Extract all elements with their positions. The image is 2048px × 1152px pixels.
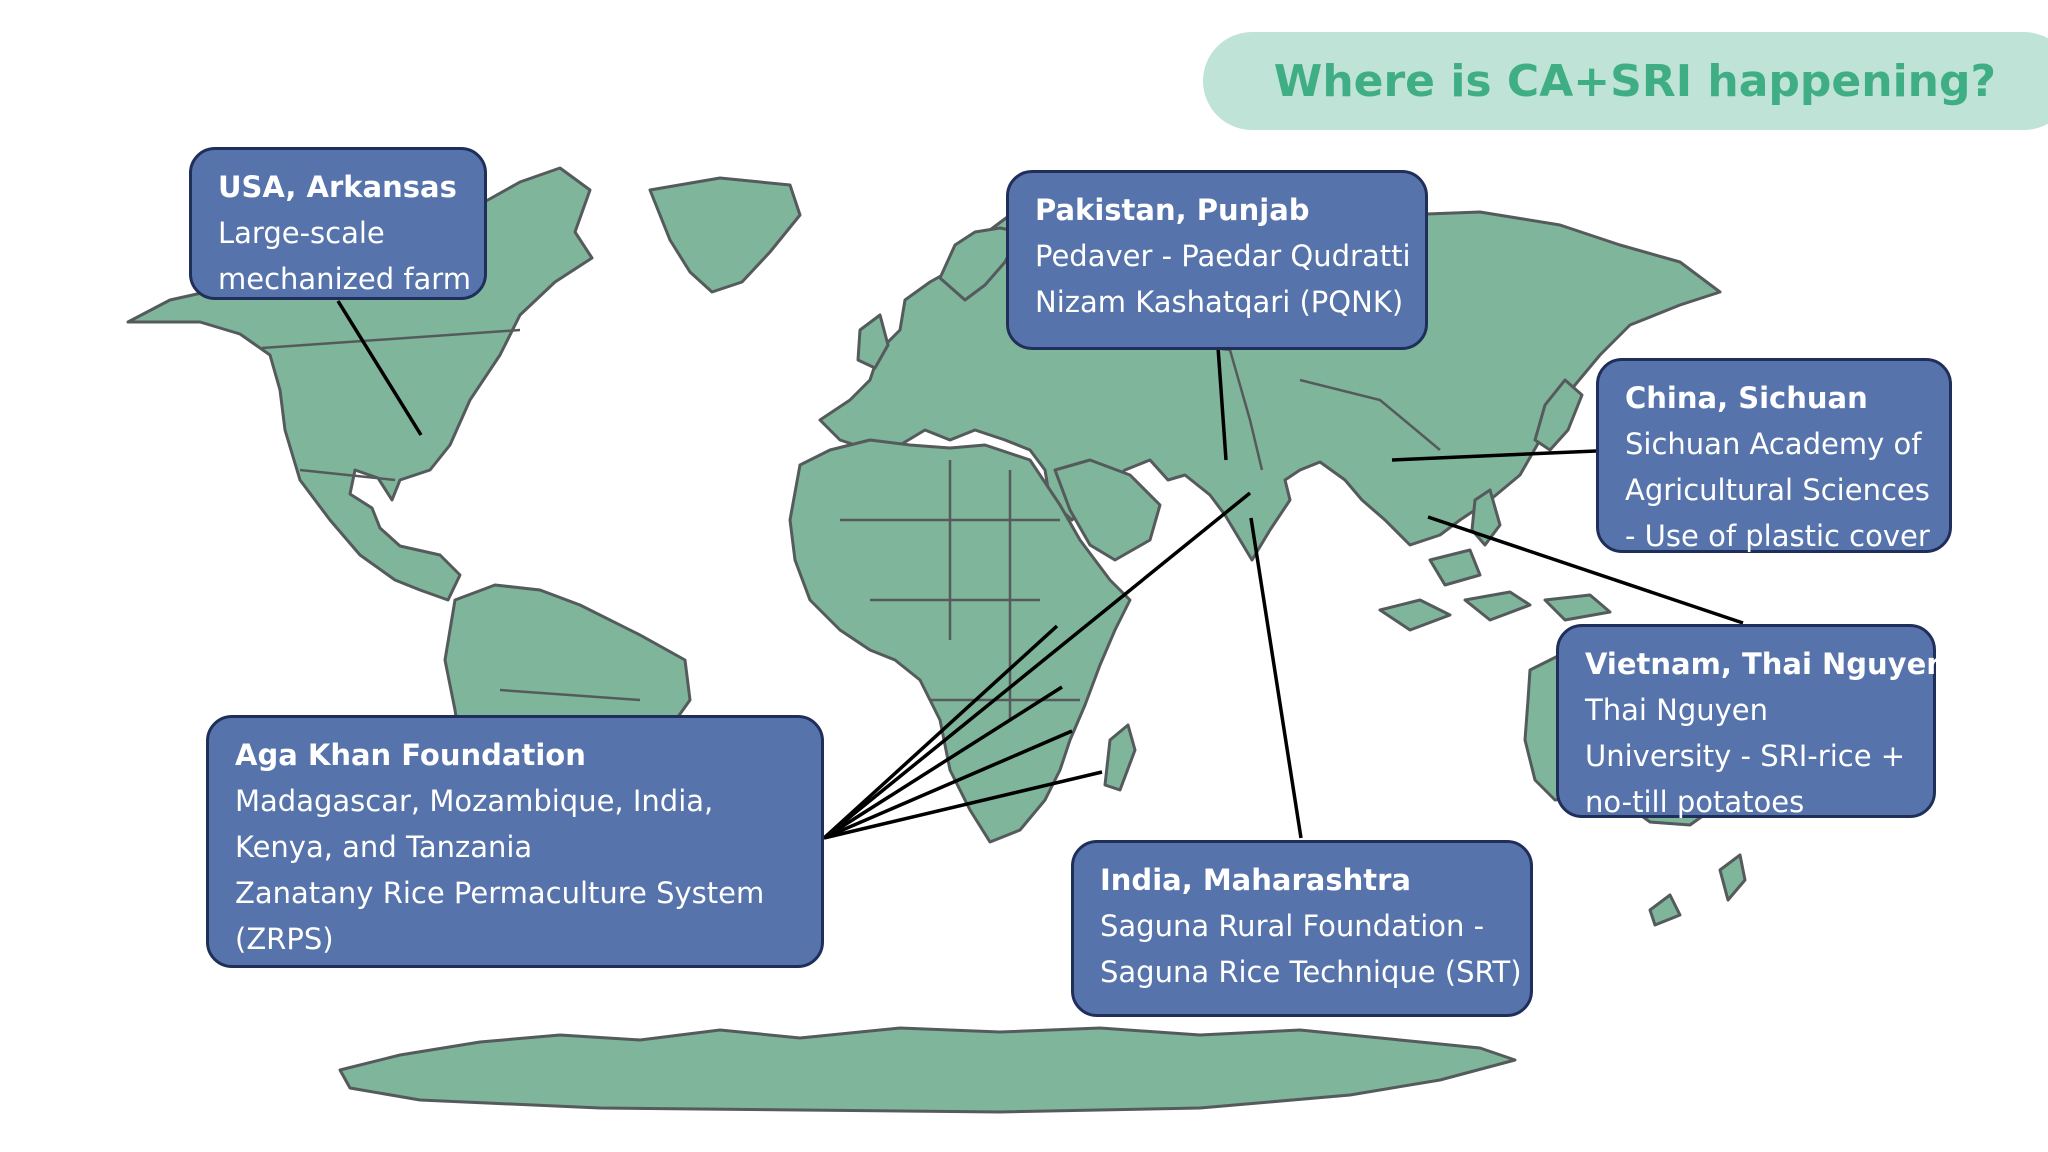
callout-heading: USA, Arkansas xyxy=(218,170,457,204)
philippines xyxy=(1470,488,1502,547)
leader-vietnam xyxy=(1427,515,1744,625)
new-zealand xyxy=(1648,853,1747,927)
callout-line: Saguna Rural Foundation - xyxy=(1100,909,1485,943)
callout-heading: Vietnam, Thai Nguyen xyxy=(1585,647,1947,681)
leader-pakistan xyxy=(1216,346,1228,461)
leader-aga-tanzania xyxy=(823,685,1063,840)
antarctica xyxy=(338,1026,1517,1114)
callout-line: Sichuan Academy of xyxy=(1625,427,1922,461)
callout-heading: Aga Khan Foundation xyxy=(235,738,586,772)
callout-line: Large-scale xyxy=(218,216,385,250)
callout-line: mechanized farm xyxy=(218,262,471,296)
leader-india xyxy=(1249,517,1303,839)
callout-heading: India, Maharashtra xyxy=(1100,863,1411,897)
japan xyxy=(1533,378,1584,452)
callout-line: Pedaver - Paedar Qudratti xyxy=(1035,239,1411,273)
callout-pakistan-punjab: Pakistan, Punjab Pedaver - Paedar Qudrat… xyxy=(1006,170,1428,350)
leader-aga-madagascar xyxy=(823,770,1103,840)
callout-heading: Pakistan, Punjab xyxy=(1035,193,1310,227)
title-banner xyxy=(1203,32,2048,130)
callout-usa-arkansas: USA, Arkansas Large-scale mechanized far… xyxy=(189,147,487,300)
leader-china xyxy=(1391,449,1597,462)
callout-line: Agricultural Sciences xyxy=(1625,473,1930,507)
callout-vietnam-thai-nguyen: Vietnam, Thai Nguyen Thai Nguyen Univers… xyxy=(1556,624,1947,819)
arabia xyxy=(1053,458,1162,562)
leader-aga-kenya xyxy=(822,624,1059,840)
callout-india-maharashtra: India, Maharashtra Saguna Rural Foundati… xyxy=(1071,840,1533,1017)
callout-line: - Use of plastic cover xyxy=(1625,519,1930,553)
leader-aga-india xyxy=(822,491,1252,840)
united-kingdom xyxy=(856,313,890,370)
callout-line: Madagascar, Mozambique, India, xyxy=(235,784,714,818)
callout-china-sichuan: China, Sichuan Sichuan Academy of Agricu… xyxy=(1596,358,1952,553)
indonesia xyxy=(1378,548,1612,632)
callout-line: Kenya, and Tanzania xyxy=(235,830,533,864)
callout-line: Zanatany Rice Permaculture System xyxy=(235,876,765,910)
leader-lines xyxy=(336,300,1744,840)
callout-line: Saguna Rice Technique (SRT) xyxy=(1100,955,1522,989)
slide-title: Where is CA+SRI happening? xyxy=(1273,56,1996,107)
leader-usa xyxy=(336,300,423,436)
callout-heading: China, Sichuan xyxy=(1625,381,1868,415)
callout-line: no-till potatoes xyxy=(1585,785,1805,819)
callout-line: Thai Nguyen xyxy=(1585,693,1769,727)
callout-line: University - SRI-rice + xyxy=(1585,739,1906,773)
callout-line: Nizam Kashatqari (PQNK) xyxy=(1035,285,1404,319)
greenland xyxy=(648,176,802,294)
leader-aga-mozambique xyxy=(823,729,1073,840)
callout-line: (ZRPS) xyxy=(235,922,334,956)
callout-aga-khan-foundation: Aga Khan Foundation Madagascar, Mozambiq… xyxy=(206,715,824,968)
madagascar xyxy=(1103,723,1137,792)
